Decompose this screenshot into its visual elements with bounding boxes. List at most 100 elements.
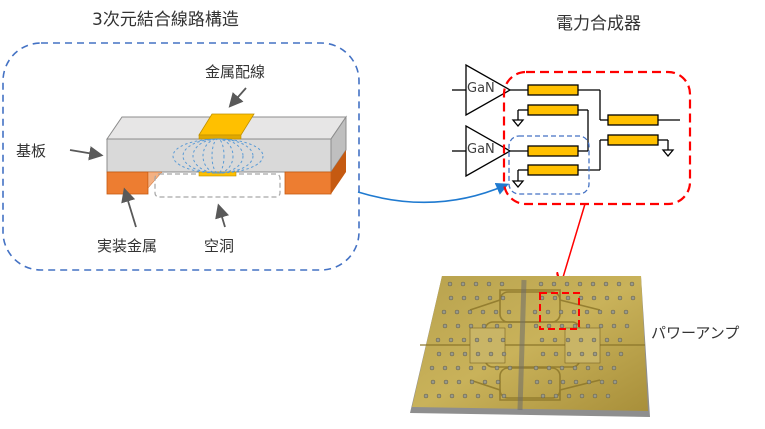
mounting-metal-label: 実装金属 [97,237,158,255]
via-hole [604,295,610,301]
via-holes [423,281,636,399]
combiner-frame [502,70,692,206]
tline-6 [607,134,659,146]
via-hole [545,309,551,315]
via-hole [474,295,480,301]
tline-1 [527,84,579,96]
via-hole [475,393,481,399]
amplifier-label-1: GaN [467,81,495,96]
connector-arrow [357,182,509,204]
via-hole [482,379,488,385]
via-hole [599,379,605,385]
via-hole [546,365,552,371]
via-hole [624,323,630,329]
via-hole [442,365,448,371]
via-hole [488,351,494,357]
via-hole [436,351,442,357]
metal-wiring-arrow [228,87,247,108]
via-hole [585,323,591,329]
cavity-label: 空洞 [204,237,235,255]
via-hole [612,379,618,385]
via-hole [467,309,473,315]
via-hole [436,393,442,399]
via-hole [565,295,571,301]
via-hole [604,337,610,343]
via-hole [486,281,492,287]
via-hole [598,365,604,371]
via-hole [501,393,507,399]
via-hole [533,323,539,329]
via-hole [559,365,565,371]
via-hole [429,365,435,371]
via-hole [494,323,500,329]
via-hole [590,281,596,287]
via-hole [532,309,538,315]
via-hole [603,281,609,287]
via-hole [461,337,467,343]
via-hole [506,309,512,315]
via-hole [449,351,455,357]
via-hole [553,393,559,399]
via-hole [488,393,494,399]
via-hole [495,379,501,385]
via-hole [618,351,624,357]
via-hole [591,337,597,343]
via-hole [456,379,462,385]
via-hole [617,295,623,301]
metal-wiring-label: 金属配線 [205,63,266,81]
via-hole [480,309,486,315]
combiner-title: 電力合成器 [556,14,641,34]
via-hole [579,351,585,357]
via-hole [558,309,564,315]
via-hole [455,365,461,371]
structure-panel-border [2,42,360,271]
electric-field-lines [172,138,264,174]
via-hole [617,337,623,343]
via-hole [559,323,565,329]
via-hole [449,393,455,399]
power-combiner-schematic [452,63,680,189]
via-hole [455,323,461,329]
via-hole [423,393,429,399]
via-hole [507,365,513,371]
via-hole [460,281,466,287]
tline-5 [607,114,659,126]
amplifier-label-2: GaN [467,142,495,157]
via-hole [616,281,622,287]
via-hole [565,337,571,343]
tline-2 [527,104,579,116]
via-hole [573,379,579,385]
via-hole [571,309,577,315]
via-hole [547,379,553,385]
via-hole [564,281,570,287]
via-hole [605,393,611,399]
via-hole [552,295,558,301]
via-hole [500,337,506,343]
via-hole [462,351,468,357]
bottom-metal-wiring [198,171,237,177]
zoom-arrow [561,203,586,284]
via-hole [540,393,546,399]
via-hole [534,379,540,385]
via-hole [630,295,636,301]
via-hole [597,309,603,315]
via-hole [448,295,454,301]
via-hole [566,393,572,399]
via-hole [468,323,474,329]
power-amp-caption: パワーアンプ [651,324,740,342]
via-hole [481,365,487,371]
via-hole [585,365,591,371]
via-hole [435,337,441,343]
via-hole [430,379,436,385]
via-hole [578,337,584,343]
transmission-lines [527,84,659,176]
substrate-label: 基板 [16,142,47,160]
via-hole [605,351,611,357]
via-hole [493,309,499,315]
cavity-arrow [215,203,229,228]
via-hole [441,309,447,315]
board-highlight-box [539,292,580,330]
mounting-metal-right [284,150,346,195]
via-hole [448,337,454,343]
